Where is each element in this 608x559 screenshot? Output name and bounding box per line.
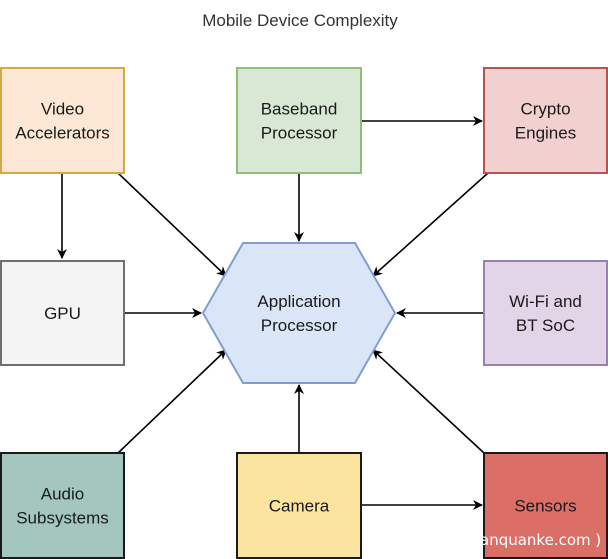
node-crypto-label-line: Engines	[515, 124, 576, 143]
node-audio-label-line: Audio	[41, 485, 84, 504]
edge-audio-to-ap	[117, 349, 227, 454]
node-camera-label-line: Camera	[269, 497, 330, 516]
edge-sensors-to-ap	[372, 349, 485, 454]
node-gpu-box	[0, 260, 125, 366]
watermark-text: anquanke.com )	[480, 531, 601, 549]
node-gpu-label-line: GPU	[44, 304, 81, 323]
node-ap-hexagon	[201, 242, 397, 384]
node-wifi-box	[483, 260, 608, 366]
node-crypto-box	[483, 67, 608, 174]
node-audio-label-line: Subsystems	[16, 509, 109, 528]
node-wifi: Wi-Fi and BT SoC	[483, 260, 608, 366]
node-wifi-label-line: BT SoC	[516, 316, 575, 335]
node-video-label-line: Video	[41, 100, 84, 119]
node-camera: Camera	[236, 452, 362, 559]
node-video-box	[0, 67, 125, 174]
node-baseband-box	[236, 67, 362, 174]
edge-video-to-ap	[117, 172, 227, 277]
edge-crypto-to-ap	[372, 172, 489, 277]
node-sensors-box	[483, 452, 608, 559]
node-video-label-line: Accelerators	[15, 124, 109, 143]
node-gpu: GPU	[0, 260, 125, 366]
node-baseband-label-line: Processor	[261, 124, 338, 143]
node-sensors: Sensors	[483, 452, 608, 559]
node-audio-box	[0, 452, 125, 559]
node-camera-box	[236, 452, 362, 559]
node-baseband-label-line: Baseband	[261, 100, 338, 119]
node-sensors-label-line: Sensors	[514, 497, 576, 516]
node-ap-label-line: Application	[257, 292, 340, 311]
node-wifi-label-line: Wi-Fi and	[509, 292, 582, 311]
diagram-title: Mobile Device Complexity	[202, 11, 398, 30]
node-crypto-label-line: Crypto	[520, 100, 570, 119]
edges-layer	[57, 116, 489, 510]
node-ap-label-line: Processor	[261, 316, 338, 335]
